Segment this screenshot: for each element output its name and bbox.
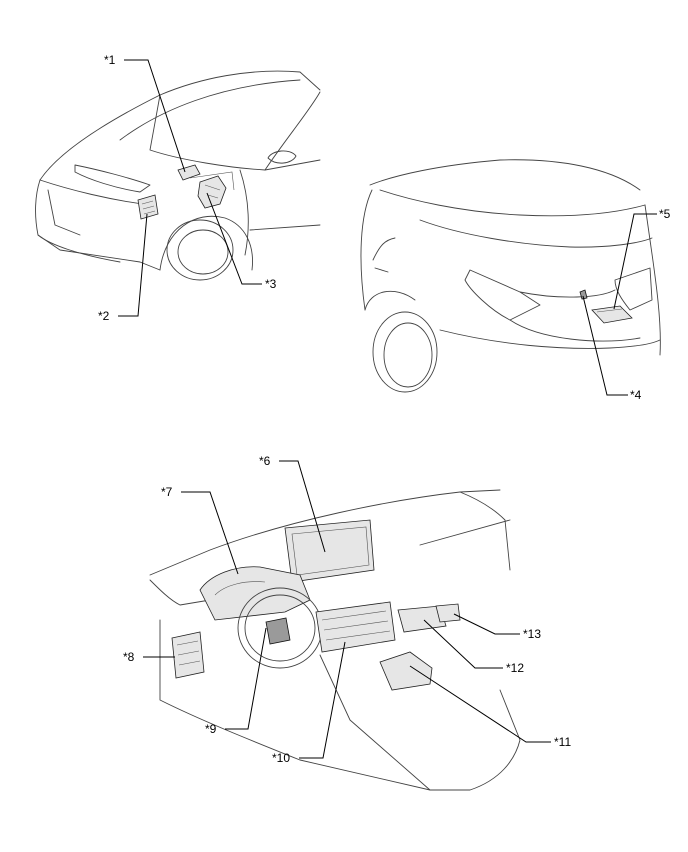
- callout-1: *1: [104, 53, 116, 67]
- callout-4: *4: [630, 388, 642, 402]
- callout-10: *10: [272, 751, 290, 765]
- instrument-panel-illustration: [149, 489, 521, 791]
- callout-8: *8: [123, 650, 135, 664]
- callout-13: *13: [523, 627, 541, 641]
- callout-12: *12: [506, 661, 524, 675]
- callout-6: *6: [259, 454, 271, 468]
- callout-3: *3: [265, 277, 277, 291]
- front-car-illustration: [35, 70, 321, 281]
- leader-lines: [118, 59, 657, 759]
- callout-7: *7: [161, 485, 173, 499]
- callout-5: *5: [659, 207, 671, 221]
- rear-car-illustration: [360, 159, 661, 393]
- callout-2: *2: [98, 309, 110, 323]
- callout-11: *11: [554, 735, 571, 749]
- callout-9: *9: [205, 722, 217, 736]
